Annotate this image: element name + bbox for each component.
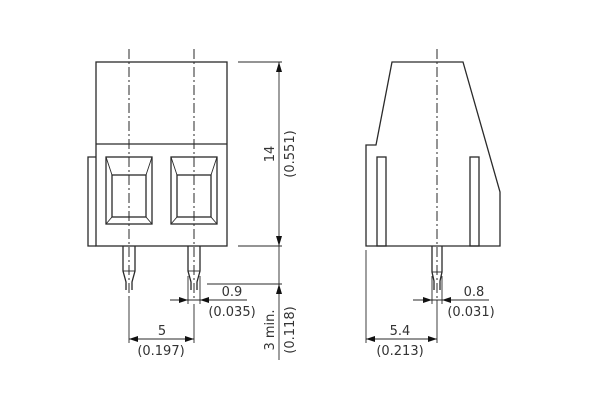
dimension-pin-length <box>207 283 282 294</box>
pin-offset-in-label: (0.213) <box>376 344 423 359</box>
side-slot-right <box>469 156 480 247</box>
side-pin <box>431 246 443 290</box>
pin-2 <box>187 246 201 290</box>
pin-thickness-mm-label: 0.8 <box>464 285 485 300</box>
side-slot-left <box>376 156 387 247</box>
pin-width-mm-label: 0.9 <box>222 285 243 300</box>
pin-offset-mm-label: 5.4 <box>390 324 411 339</box>
dimension-pin-offset <box>365 250 438 343</box>
pin-thickness-in-label: (0.031) <box>447 305 494 320</box>
dimension-pin-thickness <box>413 276 489 304</box>
pitch-mm-label: 5 <box>158 324 166 339</box>
front-view: 14 (0.551) 3 min. (0.118) 0.9 (0.035) 5 <box>87 49 298 360</box>
height-mm-label: 14 <box>263 146 278 163</box>
side-view: 0.8 (0.031) 5.4 (0.213) <box>365 49 501 359</box>
dimension-pitch <box>128 296 195 343</box>
side-body-outline <box>365 61 501 247</box>
front-left-flange <box>87 156 96 247</box>
pin-length-mm-label: 3 min. <box>263 309 278 350</box>
pin-1 <box>122 246 136 290</box>
height-in-label: (0.551) <box>283 130 298 177</box>
pin-width-in-label: (0.035) <box>208 305 255 320</box>
pitch-in-label: (0.197) <box>137 344 184 359</box>
dimension-pin-width <box>170 276 247 304</box>
pin-length-in-label: (0.118) <box>283 306 298 353</box>
front-body-outline <box>95 61 228 247</box>
dimension-height <box>238 61 282 360</box>
